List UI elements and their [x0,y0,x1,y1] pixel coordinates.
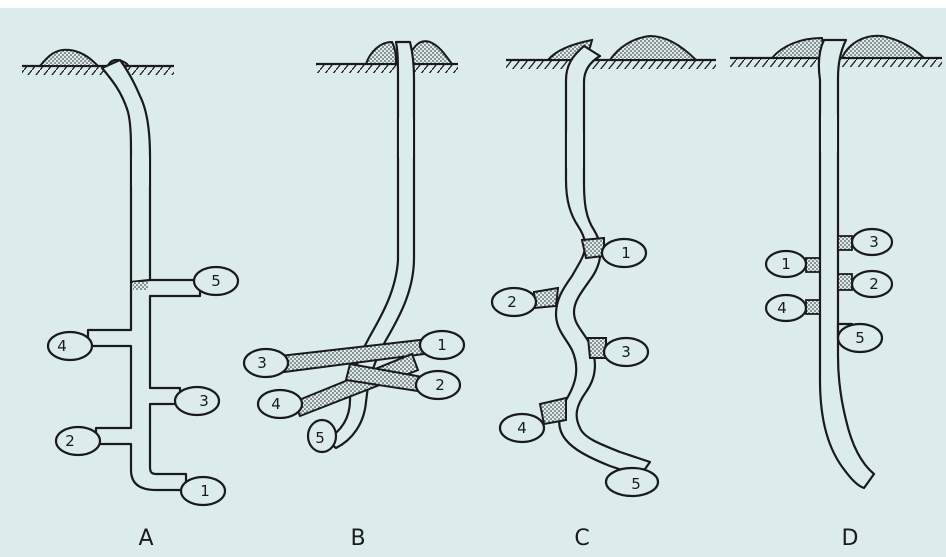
cell-number: 1 [781,255,791,273]
cell-number: 5 [631,475,641,493]
cell-number: 5 [211,272,221,290]
cell-number: 1 [621,244,631,262]
branch-tunnel [588,338,606,358]
branch-tunnel [838,274,852,290]
branch-tunnel [806,258,820,272]
brood-cell-2 [56,427,100,455]
cell-number: 2 [65,432,75,450]
cell-number: 5 [855,329,865,347]
cell-number: 3 [199,392,209,410]
panel-label: C [574,526,589,551]
ground-hatch [506,60,716,69]
branch-tunnel [534,288,558,308]
cell-number: 3 [869,233,879,251]
ground-hatch [316,64,458,73]
ground-hatch [22,66,174,75]
cell-number: 3 [621,343,631,361]
cell-number: 2 [869,275,879,293]
panel-label: A [138,526,153,551]
panel-label: B [350,526,365,551]
cell-number: 3 [257,354,267,372]
brood-cell-4 [48,332,92,360]
cell-number: 1 [437,336,447,354]
branch-tunnel [582,238,604,258]
cell-number: 2 [435,376,445,394]
brood-cell-3 [175,387,219,415]
cell-number: 1 [200,482,210,500]
cell-number: 4 [57,337,67,355]
cell-number: 4 [777,299,787,317]
cell-number: 4 [517,419,527,437]
cell-number: 5 [315,429,325,447]
branch-tunnel [838,236,852,250]
cell-number: 4 [271,395,281,413]
branch-tunnel [806,300,820,314]
panel-label: D [842,526,859,551]
cell-number: 2 [507,293,517,311]
